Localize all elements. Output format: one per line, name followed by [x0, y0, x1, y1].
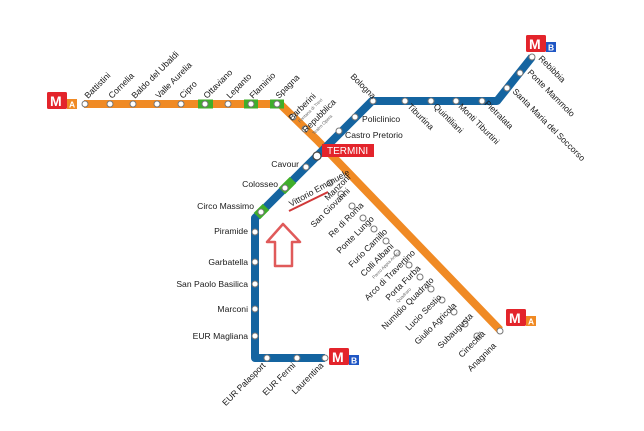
station-label-cavour: Cavour: [271, 159, 299, 169]
svg-text:A: A: [69, 100, 75, 110]
station-label-eur-magliana: EUR Magliana: [193, 331, 249, 341]
station-label-flaminio: Flaminio: [247, 70, 277, 100]
station-label-garbatella: Garbatella: [208, 257, 248, 267]
station-label-circo-massimo: Circo Massimo: [197, 201, 254, 211]
tram-link: [288, 191, 329, 212]
station-label-colosseo: Colosseo: [242, 179, 278, 189]
station-label-tiburtina: Tiburtina: [406, 101, 437, 132]
station-label-santa-maria-del-soccorso: Santa Maria del Soccorso: [511, 86, 588, 163]
termini-label: TERMINI: [327, 146, 368, 157]
station-label-policlinico: Policlinico: [362, 114, 400, 124]
station-label-cipro: Cipro: [177, 79, 199, 101]
termini-badge: TERMINI: [322, 144, 374, 157]
station-label-piramide: Piramide: [214, 226, 248, 236]
station-label-marconi: Marconi: [217, 304, 248, 314]
station-label-castro-pretorio: Castro Pretorio: [345, 130, 403, 140]
svg-text:M: M: [332, 349, 344, 365]
metro-logo-line-a-west: M A: [47, 92, 77, 110]
svg-text:M: M: [509, 310, 521, 326]
svg-text:B: B: [548, 43, 554, 53]
station-label-san-paolo-basilica: San Paolo Basilica: [176, 279, 248, 289]
station-label-spagna: Spagna: [273, 72, 301, 100]
metro-logo-line-b-ne: M B: [526, 35, 556, 53]
metro-logo-line-b-south: M B: [329, 348, 359, 366]
svg-text:M: M: [50, 93, 62, 109]
svg-text:A: A: [528, 317, 534, 327]
station-dots: [81, 53, 536, 362]
metro-logo-line-a-se: M A: [506, 309, 536, 327]
svg-text:B: B: [351, 356, 357, 366]
station-label-bologna: Bologna: [349, 71, 379, 101]
svg-text:M: M: [529, 36, 541, 52]
station-label-eur-palasport: EUR Palasport: [220, 360, 268, 408]
location-arrow: [265, 222, 302, 268]
